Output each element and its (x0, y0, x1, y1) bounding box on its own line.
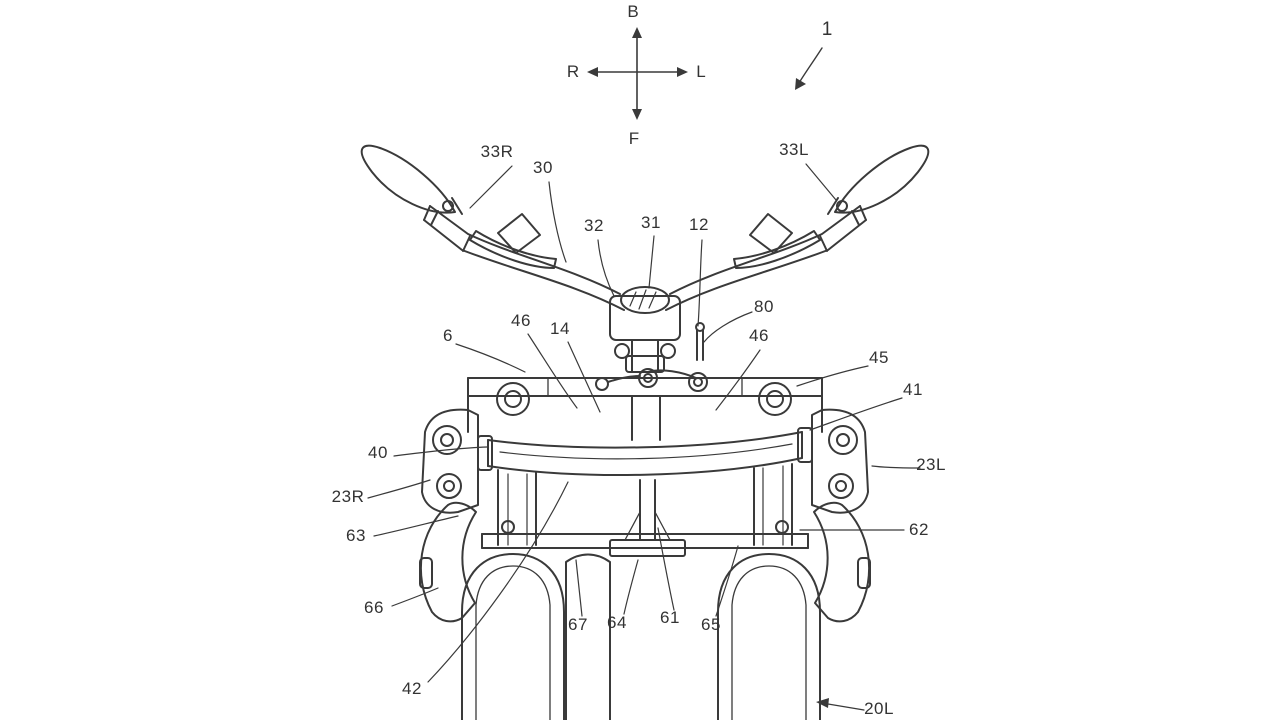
compass-arrows-icon (587, 27, 688, 120)
right-mirror-blade (827, 144, 930, 215)
right-brake-lever (733, 230, 821, 269)
ref-label-12: 12 (689, 215, 709, 234)
lower-rail (481, 520, 809, 549)
ref-label-32: 32 (584, 216, 604, 235)
ref-label-46: 46 (511, 311, 531, 330)
ref-label-20L: 20L (864, 699, 894, 718)
ref-label-6: 6 (443, 326, 453, 345)
center-lower-bracket (609, 479, 686, 557)
ref-label-65: 65 (701, 615, 721, 634)
leader-lines (367, 163, 921, 711)
ref-label-41: 41 (903, 380, 923, 399)
upper-body-plate (467, 377, 823, 441)
ref-label-14: 14 (550, 319, 570, 338)
compass-right-label: L (696, 62, 706, 81)
ref-label-67: 67 (568, 615, 588, 634)
ref-label-45: 45 (869, 348, 889, 367)
ref-label-66: 66 (364, 598, 384, 617)
ref-label-61: 61 (660, 608, 680, 627)
left-front-wheel (461, 553, 565, 720)
figure-number: 1 (821, 19, 833, 40)
ref-label-31: 31 (641, 213, 661, 232)
ref-label-80: 80 (754, 297, 774, 316)
left-mirror-blade (360, 144, 463, 215)
compass-down-label: F (628, 129, 640, 148)
left-side-housing (421, 408, 479, 514)
right-front-wheel (717, 553, 821, 720)
left-brake-lever (469, 230, 557, 269)
center-column (565, 553, 611, 720)
ref-label-40: 40 (368, 443, 388, 462)
fork-tubes (497, 463, 793, 546)
compass-left-label: R (566, 62, 580, 81)
right-fender (813, 501, 871, 623)
compass-up-label: B (627, 2, 639, 21)
figure-number-arrow (795, 47, 823, 90)
left-switch-housing (497, 213, 541, 254)
steering-stem (609, 286, 681, 373)
ref-label-33L: 33L (779, 140, 809, 159)
ref-label-30: 30 (533, 158, 553, 177)
crossbar (477, 427, 813, 477)
ref-label-42: 42 (402, 679, 422, 698)
ref-label-46: 46 (749, 326, 769, 345)
ref-label-23R: 23R (331, 487, 365, 506)
left-fender (419, 501, 477, 623)
ref-label-63: 63 (346, 526, 366, 545)
right-switch-housing (749, 213, 793, 254)
right-side-housing (811, 408, 869, 514)
ref-label-62: 62 (909, 520, 929, 539)
ref-label-23L: 23L (916, 455, 946, 474)
ref-label-33R: 33R (480, 142, 514, 161)
ref-label-64: 64 (607, 613, 627, 632)
handlebar (423, 205, 867, 311)
